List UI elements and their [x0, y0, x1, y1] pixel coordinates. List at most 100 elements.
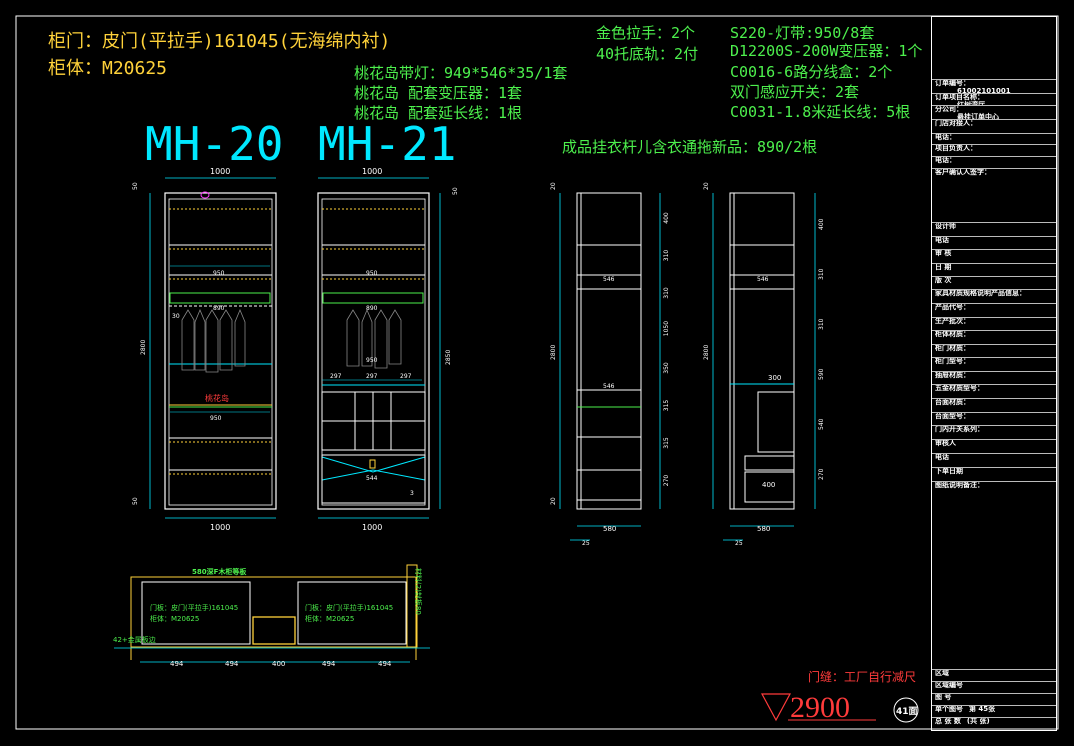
title-block-label: 单个图号 — [935, 705, 963, 713]
title-block-row: 柜门型号： — [932, 357, 1056, 371]
title-block-label: 审核人 — [935, 439, 956, 447]
title-block-label: 区域编号 — [935, 681, 963, 689]
title-block-row: 版 次 — [932, 276, 1056, 289]
front-right-height: 2850 — [445, 350, 452, 365]
segment-dimension: 310 — [663, 287, 670, 299]
title-block-row: 客户确认人签字： — [932, 168, 1056, 222]
level-triangle-icon — [760, 693, 792, 722]
switch-spec: 双门感应开关：2套 — [730, 83, 860, 101]
side-left-bottom: 20 — [550, 497, 557, 505]
title-block-label: 客户确认人签字： — [935, 168, 991, 176]
title-block-label: 柜门材质： — [935, 344, 970, 352]
front-right-top: 50 — [452, 187, 459, 195]
side-right-shelf-300: 300 — [768, 374, 781, 382]
title-block-label: 门店对接人： — [935, 119, 977, 127]
front-left-inner-890: 890 — [213, 305, 225, 312]
title-block-row: 订单项目名称：红树湾厅 — [932, 93, 1056, 105]
drawing-frame — [15, 15, 1059, 730]
gap-note: 门缝：工厂自行减尺 — [808, 669, 916, 684]
title-block-row: 电话： — [932, 156, 1056, 168]
plan-left-tag: 42+金属板边 — [113, 635, 156, 644]
title-block-label: 分公司： — [935, 105, 963, 113]
plan-dimension: 494 — [322, 660, 336, 668]
segment-dimension: 310 — [818, 268, 825, 280]
title-block-row: 台面材质： — [932, 398, 1056, 412]
title-block-bottom-row: 图 号 — [932, 693, 1056, 705]
segment-dimension: 350 — [663, 362, 670, 374]
title-block-row: 电话 — [932, 236, 1056, 249]
title-block-bottom-row: 区域编号 — [932, 681, 1056, 693]
title-block-label: 下单日期 — [935, 467, 963, 475]
title-block-label: 版 次 — [935, 276, 952, 284]
title-block-bottom-row: 总 张 数 (共 张) — [932, 717, 1056, 729]
title-block-value: (共 张) — [966, 717, 990, 725]
front-left-inner-950b: 950 — [210, 415, 222, 422]
title-block-row: 产品代号： — [932, 303, 1056, 317]
title-block-label: 订单编号： — [935, 79, 970, 87]
handle-spec: 金色拉手：2个 — [596, 24, 696, 42]
title-block-label: 家具材质规格说明产品信息： — [935, 289, 1026, 297]
title-block-label: 审 核 — [935, 249, 952, 257]
side-right-top: 20 — [703, 182, 710, 190]
title-block-row: 电话： — [932, 133, 1056, 144]
title-block-label: 项目负责人： — [935, 144, 977, 152]
side-right-height: 2800 — [703, 345, 710, 360]
side-left-shelf-546: 546 — [603, 276, 615, 283]
side-left-depth: 580 — [603, 525, 616, 533]
front-left-bottom: 50 — [132, 497, 139, 505]
title-block-row: 家具材质规格说明产品信息： — [932, 289, 1056, 303]
wall-tag: 41面 — [896, 706, 918, 717]
driver-spec: D12200S-200W变压器：1个 — [730, 42, 923, 60]
segment-dimension: 540 — [818, 418, 825, 430]
side-view-right — [712, 192, 816, 541]
plan-dimension: 494 — [225, 660, 239, 668]
light-spec: 桃花岛带灯：949*546*35/1套 — [354, 64, 568, 82]
title-block-value: 悬挂订单中心 — [957, 112, 999, 119]
plan-left-door: 门板：皮门(平拉手)161045 — [150, 603, 238, 612]
plan-dimension: 400 — [272, 660, 285, 668]
rail-spec: 40托底轨：2付 — [596, 45, 699, 63]
title-block-value: 61002101001 — [957, 86, 1011, 93]
title-block-value: 第 45张 — [969, 705, 996, 713]
front-left-width-top: 1000 — [210, 167, 230, 176]
side-view-left — [559, 192, 661, 541]
title-block-label: 柜体材质： — [935, 330, 970, 338]
island-label: 桃花岛 — [205, 393, 229, 403]
front-right-inner-950b: 950 — [366, 357, 378, 364]
title-block-label: 总 张 数 — [935, 717, 961, 725]
title-block-bottom-row: 单个图号第 45张 — [932, 705, 1056, 717]
title-block-label: 柜门型号： — [935, 357, 970, 365]
title-block-row: 日 期 — [932, 263, 1056, 276]
title-block-row: 生产批次： — [932, 317, 1056, 330]
side-right-shelf-546: 546 — [757, 276, 769, 283]
segment-dimension: 270 — [818, 468, 825, 480]
side-left-height: 2800 — [550, 345, 557, 360]
title-block-row: 五金材质型号： — [932, 384, 1056, 398]
ceiling-height: 2900 — [790, 691, 850, 724]
front-right-width-top: 1000 — [362, 167, 382, 176]
drawer-544: 544 — [366, 475, 378, 482]
title-block-label: 抽屉材质： — [935, 371, 970, 379]
title-block-row: 电话 — [932, 453, 1056, 467]
title-block-label: 门内开关系列： — [935, 425, 984, 433]
plan-right-door: 门板：皮门(平拉手)161045 — [305, 603, 393, 612]
title-block-label: 日 期 — [935, 263, 952, 271]
door-spec: 柜门：皮门(平拉手)161045(无海绵内衬) — [48, 31, 391, 52]
front-left-side-30: 30 — [172, 313, 180, 320]
title-block-value: 红树湾厅 — [957, 100, 985, 105]
plan-right-body: 柜体：M20625 — [305, 614, 354, 623]
title-block-label: 五金材质型号： — [935, 384, 984, 392]
model-title-right: MH-21 — [318, 117, 456, 171]
segment-dimension: 1050 — [663, 321, 670, 336]
plan-left-body: 柜体：M20625 — [150, 614, 199, 623]
box-spec: C0016-6路分线盒：2个 — [730, 63, 893, 81]
segment-dimension: 315 — [663, 400, 670, 412]
title-block-label: 设计师 — [935, 222, 956, 230]
transformer-spec: 桃花岛 配套变压器：1套 — [354, 84, 523, 102]
front-view-right — [317, 177, 441, 519]
strip-spec: S220-灯带:950/8套 — [730, 24, 875, 42]
title-block-label: 台面材质： — [935, 398, 970, 406]
title-block-row: 抽屉材质： — [932, 371, 1056, 384]
